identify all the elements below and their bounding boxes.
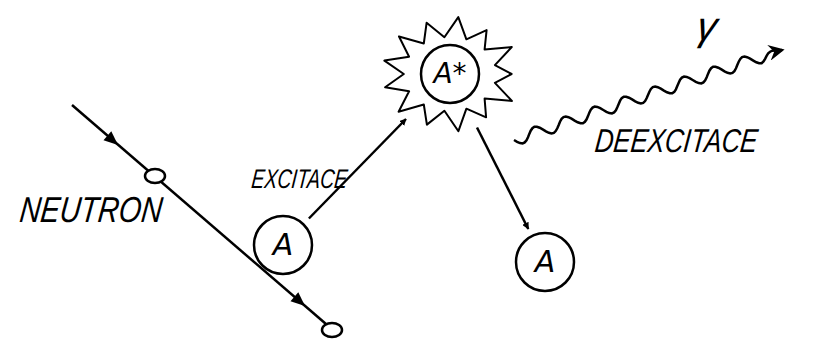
nucleus-symbol: A	[535, 247, 556, 277]
neutron-particle	[145, 169, 165, 183]
excited-nucleus: A*	[380, 16, 520, 132]
nucleus-circle: A	[514, 231, 576, 293]
annotation-label: NEUTRON	[18, 192, 164, 228]
neutron-particle	[322, 323, 342, 337]
nucleus-circle: A	[252, 214, 314, 276]
transition-label: EXCITACE	[250, 166, 349, 193]
nucleus-symbol: A*	[433, 60, 466, 88]
track-arrowhead	[104, 131, 119, 145]
circle-outline	[421, 45, 479, 103]
track-arrowhead	[291, 292, 306, 306]
circle-outline	[254, 216, 312, 274]
transition-label: DEEXCITACE	[593, 124, 759, 157]
starburst-outline	[384, 17, 512, 131]
circle-outline	[516, 233, 574, 291]
transition-arrow	[477, 128, 528, 230]
annotation-label: γ	[694, 6, 720, 46]
nucleus-symbol: A	[273, 230, 294, 260]
